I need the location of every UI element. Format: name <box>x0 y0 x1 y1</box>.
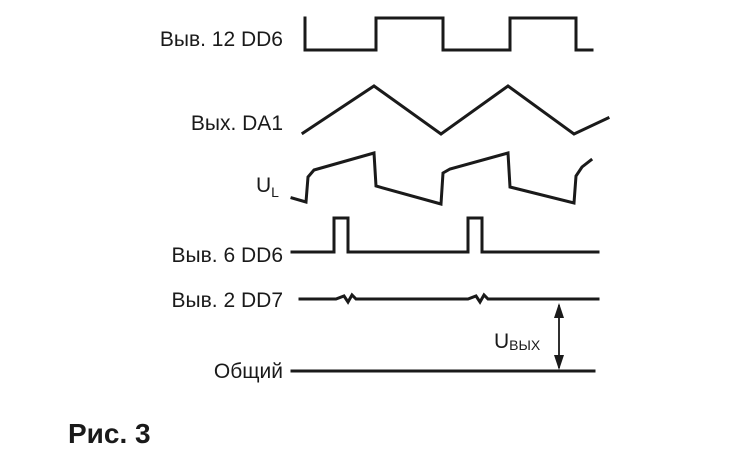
label-pin2-dd7: Выв. 2 DD7 <box>172 289 283 312</box>
label-common: Общий <box>214 360 283 383</box>
figure-caption: Рис. 3 <box>68 418 151 449</box>
waveform-ul <box>290 151 594 206</box>
label-pin12-dd6: Выв. 12 DD6 <box>160 28 283 51</box>
waveform-pin2-dd7 <box>298 292 600 305</box>
waveform-pin6-dd6 <box>290 216 600 254</box>
label-ul-sub: L <box>271 184 279 200</box>
label-uout: UВЫХ <box>494 330 541 353</box>
label-ul: UL <box>256 174 279 200</box>
label-ul-main: U <box>256 174 271 197</box>
label-uout-main: U <box>494 330 509 353</box>
waveform-pin12-dd6 <box>303 16 594 52</box>
waveform-out-da1 <box>300 84 610 136</box>
uout-dimension-arrow <box>554 303 564 370</box>
label-pin6-dd6: Выв. 6 DD6 <box>172 244 283 267</box>
label-out-da1: Вых. DA1 <box>191 112 283 135</box>
label-uout-sub: ВЫХ <box>509 337 541 353</box>
